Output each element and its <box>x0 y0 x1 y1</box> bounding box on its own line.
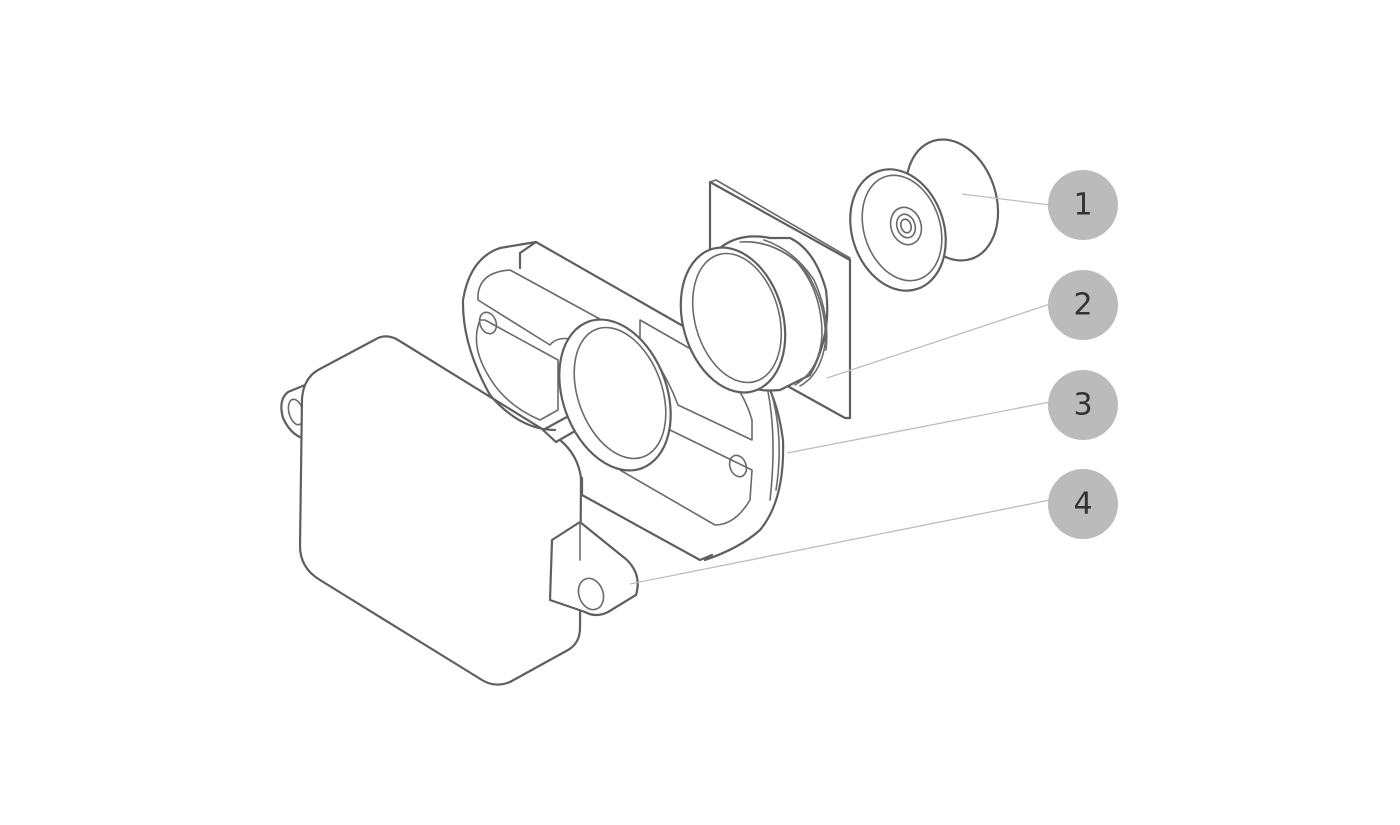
frame-hole-left <box>478 311 498 335</box>
housing-body <box>298 335 583 686</box>
spool-hub-core <box>899 218 913 234</box>
callout-1: 1 <box>1048 170 1118 240</box>
leader-line-2 <box>826 303 1051 379</box>
callout-3-circle <box>1048 370 1118 440</box>
callout-2-label: 2 <box>1073 288 1092 323</box>
frame-inner-web-left <box>475 319 559 421</box>
frame-hole-right <box>728 454 748 478</box>
callout-2: 2 <box>1048 270 1118 340</box>
lug-hole <box>577 577 605 611</box>
frame-center-bore-outer <box>558 318 672 472</box>
leader-line-3 <box>786 401 1051 454</box>
callout-4: 4 <box>1048 469 1118 539</box>
leader-line-1 <box>961 193 1051 206</box>
callout-2-circle <box>1048 270 1118 340</box>
leader-lines <box>629 193 1051 585</box>
insert-bore <box>691 252 783 384</box>
end-cap-with-spool <box>849 138 1000 292</box>
frame-bottom-rail <box>580 476 714 562</box>
leader-line-4 <box>629 499 1051 585</box>
callout-4-label: 4 <box>1073 487 1092 522</box>
callout-4-circle <box>1048 469 1118 539</box>
callout-3: 3 <box>1048 370 1118 440</box>
spool-hub-inner <box>895 213 917 239</box>
mounting-frame <box>461 240 785 562</box>
callout-1-label: 1 <box>1073 188 1092 223</box>
threaded-insert-with-plate <box>679 179 852 420</box>
callout-3-label: 3 <box>1073 388 1092 423</box>
spool-flange-inner <box>861 174 943 282</box>
frame-center-bore-inner <box>573 326 667 460</box>
front-mounting-lug <box>548 520 639 617</box>
insert-front-rim <box>679 246 787 394</box>
spool-hub-outer <box>889 206 923 246</box>
callout-1-circle <box>1048 170 1118 240</box>
